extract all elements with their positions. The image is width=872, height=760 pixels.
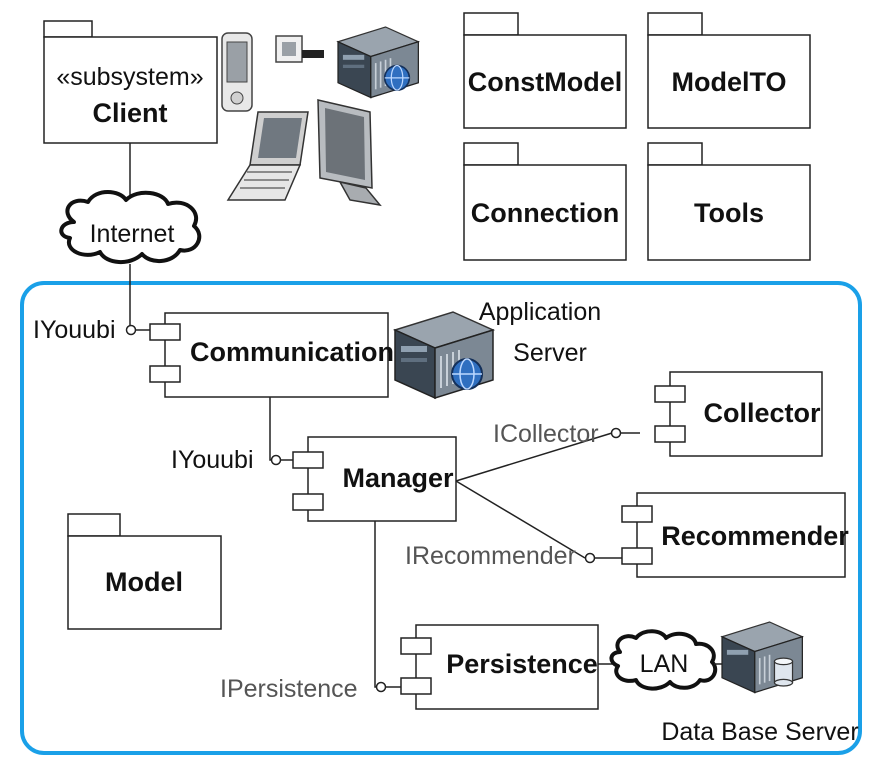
interface-iyouubi-manager-label: IYouubi xyxy=(171,446,254,474)
component-persistence-label: Persistence xyxy=(446,649,598,679)
database-server-icon xyxy=(720,621,805,694)
component-recommender[interactable]: Recommender xyxy=(621,492,849,578)
component-recommender-label: Recommender xyxy=(661,521,849,551)
component-communication-label: Communication xyxy=(190,337,394,367)
interface-iyouubi-communication[interactable] xyxy=(125,324,151,336)
client-name: Client xyxy=(92,98,167,128)
monitor-icon xyxy=(317,99,382,207)
package-model-label: Model xyxy=(105,567,183,597)
pda-icon xyxy=(221,32,253,112)
interface-irecommender-label: IRecommender xyxy=(405,542,576,570)
application-server-label-line2: Server xyxy=(513,339,587,367)
component-communication[interactable]: Communication xyxy=(149,312,394,398)
lan-cloud: LAN xyxy=(609,629,718,691)
client-devices xyxy=(221,26,420,207)
manager-persistence-connector xyxy=(374,521,380,688)
database-cylinder-icon xyxy=(773,657,794,687)
interface-ipersistence-label: IPersistence xyxy=(220,675,358,703)
client-subsystem[interactable]: «subsystem» Client xyxy=(43,20,218,144)
application-server-label-line1: Application xyxy=(479,298,601,326)
component-manager-label: Manager xyxy=(342,463,454,493)
internet-cloud: Internet xyxy=(59,190,202,264)
component-collector-label: Collector xyxy=(703,398,821,428)
manager-collector-connector xyxy=(455,432,613,482)
internet-label: Internet xyxy=(90,220,175,248)
component-persistence[interactable]: Persistence xyxy=(400,624,599,710)
interface-irecommender[interactable] xyxy=(584,552,623,564)
component-manager[interactable]: Manager xyxy=(292,436,457,522)
package-modelto[interactable]: ModelTO xyxy=(647,12,811,129)
application-boundary xyxy=(20,281,862,755)
interface-ipersistence[interactable] xyxy=(375,681,403,693)
package-constmodel-label: ConstModel xyxy=(468,67,623,97)
package-connection[interactable]: Connection xyxy=(463,142,627,261)
interface-iyouubi-manager[interactable] xyxy=(270,454,296,466)
manager-recommender-connector xyxy=(455,480,586,559)
interface-icollector[interactable] xyxy=(610,427,641,439)
component-collector[interactable]: Collector xyxy=(654,371,823,457)
package-constmodel[interactable]: ConstModel xyxy=(463,12,627,129)
communication-manager-connector xyxy=(269,397,275,461)
server-icon xyxy=(337,26,420,99)
camera-icon xyxy=(275,35,324,63)
client-stereotype: «subsystem» xyxy=(56,63,203,91)
database-server-label: Data Base Server xyxy=(661,718,858,746)
lan-label: LAN xyxy=(640,650,689,678)
package-tools[interactable]: Tools xyxy=(647,142,811,261)
package-modelto-label: ModelTO xyxy=(671,67,786,97)
package-model[interactable]: Model xyxy=(67,513,222,630)
package-connection-label: Connection xyxy=(471,198,620,228)
interface-iyouubi-communication-label: IYouubi xyxy=(33,316,116,344)
laptop-icon xyxy=(226,111,309,201)
interface-icollector-label: ICollector xyxy=(493,420,599,448)
package-tools-label: Tools xyxy=(694,198,764,228)
